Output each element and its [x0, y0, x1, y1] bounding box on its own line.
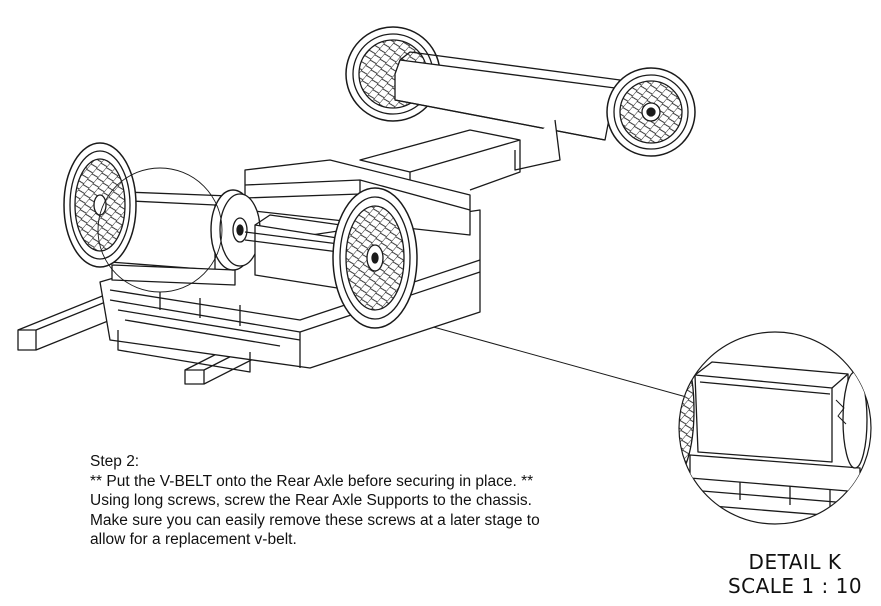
detail-title: DETAIL K [748, 550, 842, 574]
v-belt-pulley [210, 189, 261, 271]
detail-caption: DETAIL K SCALE 1 : 10 [720, 550, 870, 598]
instruction-line: ** Put the V-BELT onto the Rear Axle bef… [90, 472, 534, 490]
detail-k-marker-circle [97, 167, 223, 293]
step-title: Step 2: [90, 453, 140, 470]
instruction-line: Using long screws, screw the Rear Axle S… [90, 492, 532, 509]
instruction-line: allow for a replacement v-belt. [90, 531, 297, 548]
left-wheel [63, 142, 137, 268]
instructions-block: Step 2: ** Put the V-BELT onto the Rear … [90, 452, 650, 550]
rear-axle-support [109, 191, 236, 286]
detail-scale: SCALE 1 : 10 [727, 574, 863, 598]
detail-k-view [678, 331, 872, 525]
rear-axle-assembly [345, 26, 696, 171]
instruction-line: Make sure you can easily remove these sc… [90, 511, 540, 529]
right-wheel [332, 187, 418, 329]
